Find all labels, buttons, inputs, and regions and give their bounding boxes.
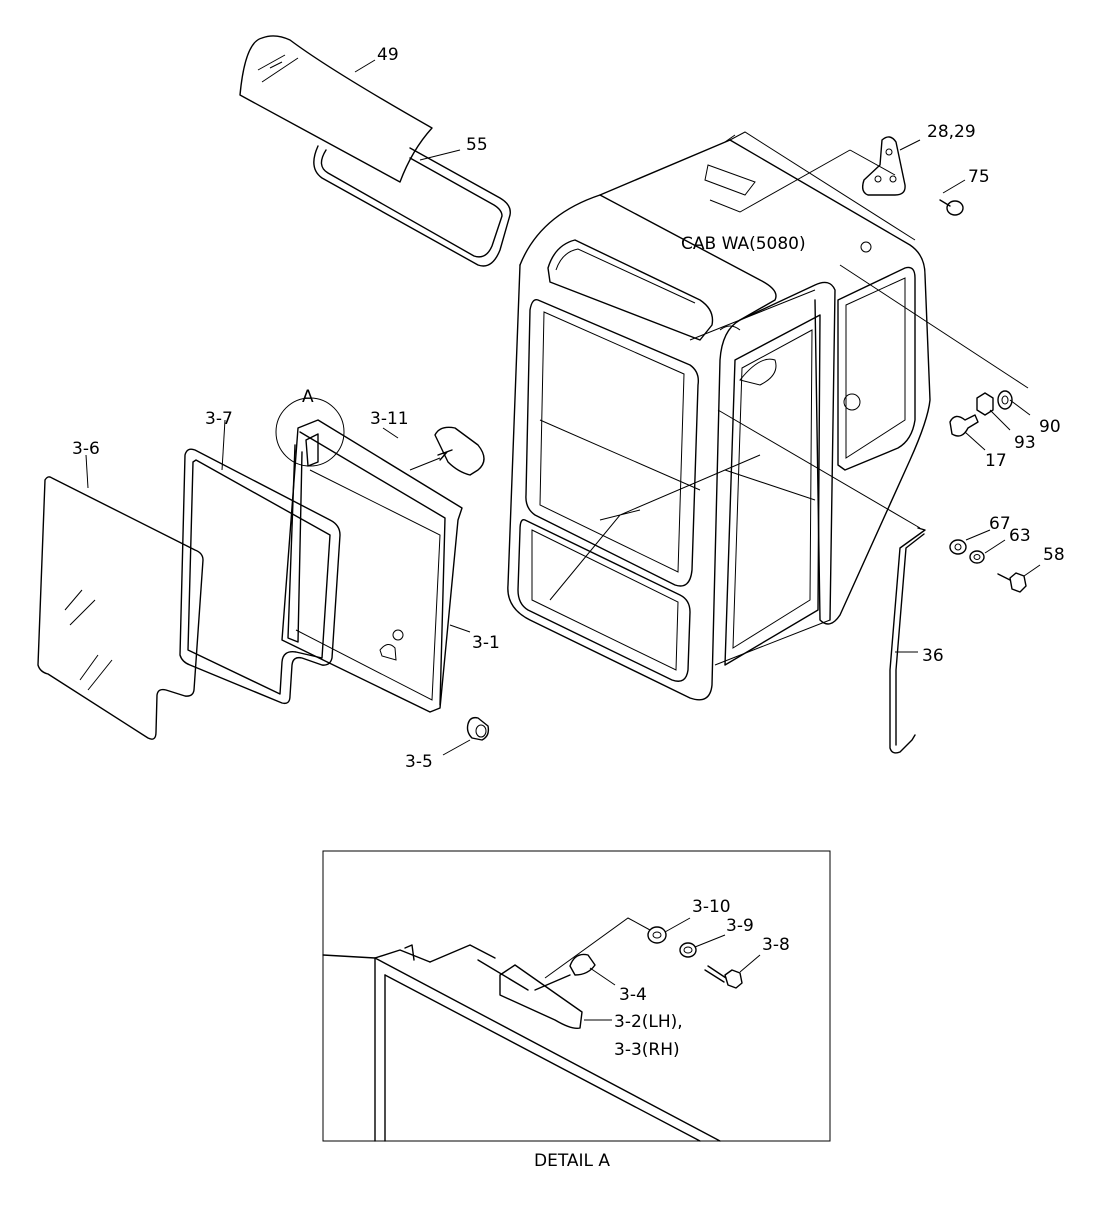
label-3-3: 3-3(RH) bbox=[614, 1040, 680, 1060]
label-63: 63 bbox=[1009, 526, 1031, 546]
handle-3-11 bbox=[434, 426, 485, 476]
bushing-3-5 bbox=[466, 716, 490, 741]
bracket-28-29 bbox=[861, 136, 906, 196]
detail-a-circle bbox=[275, 397, 345, 467]
label-3-7: 3-7 bbox=[205, 409, 233, 429]
washer-90 bbox=[997, 390, 1013, 410]
label-3-9: 3-9 bbox=[726, 916, 754, 936]
label-3-1: 3-1 bbox=[472, 633, 500, 653]
label-58: 58 bbox=[1043, 545, 1065, 565]
rod-36 bbox=[889, 527, 926, 754]
cab-frame bbox=[507, 131, 931, 701]
washer-63 bbox=[969, 550, 985, 564]
label-3-10: 3-10 bbox=[692, 897, 731, 917]
cab-label: CAB WA(5080) bbox=[681, 234, 806, 254]
label-17: 17 bbox=[985, 451, 1007, 471]
detail-title: DETAIL A bbox=[534, 1151, 610, 1171]
label-3-4: 3-4 bbox=[619, 985, 647, 1005]
label-3-5: 3-5 bbox=[405, 752, 433, 772]
label-3-8: 3-8 bbox=[762, 935, 790, 955]
label-90: 90 bbox=[1039, 417, 1061, 437]
label-3-2: 3-2(LH), bbox=[614, 1012, 683, 1032]
label-55: 55 bbox=[466, 135, 488, 155]
washer-67 bbox=[949, 539, 967, 555]
nut-93 bbox=[976, 392, 994, 416]
label-49: 49 bbox=[377, 45, 399, 65]
labels: 49 55 28,29 75 CAB WA(5080) 90 93 17 67 … bbox=[72, 45, 1065, 1171]
detail-a-panel bbox=[322, 850, 831, 1142]
roof-glass-49 bbox=[239, 35, 433, 183]
stopper-17 bbox=[949, 414, 979, 437]
label-67: 67 bbox=[989, 514, 1011, 534]
frame-3-1 bbox=[281, 419, 463, 713]
label-3-11: 3-11 bbox=[370, 409, 409, 429]
label-28-29: 28,29 bbox=[927, 122, 976, 142]
roof-seal-55 bbox=[313, 145, 511, 267]
label-36: 36 bbox=[922, 646, 944, 666]
label-3-6: 3-6 bbox=[72, 439, 100, 459]
leader-lines bbox=[85, 59, 1041, 756]
bolt-58 bbox=[997, 572, 1027, 593]
seal-3-7 bbox=[179, 448, 341, 705]
label-93: 93 bbox=[1014, 433, 1036, 453]
label-75: 75 bbox=[968, 167, 990, 187]
glass-3-6 bbox=[37, 476, 204, 740]
label-detail-a-marker: A bbox=[302, 387, 314, 407]
bolt-75 bbox=[939, 199, 964, 216]
